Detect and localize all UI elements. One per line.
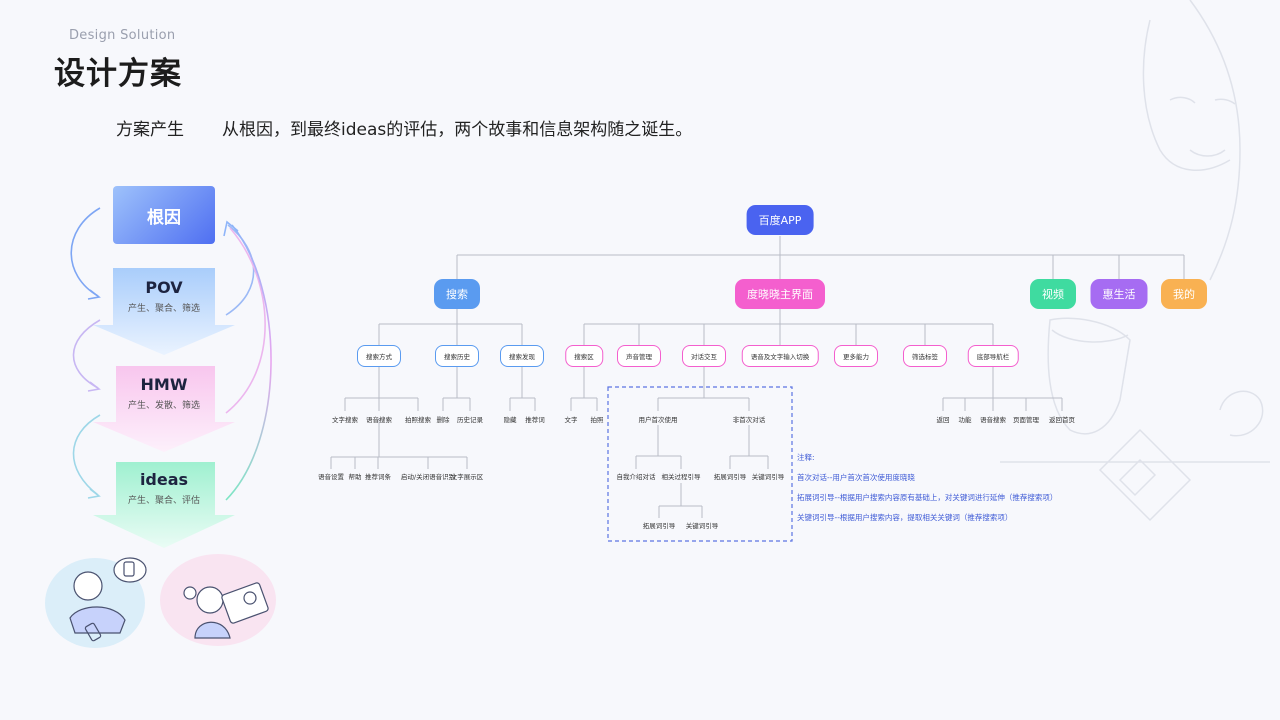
leaf-voice-search: 语音搜索	[366, 416, 392, 424]
leaf-non-first: 非首次对话	[732, 416, 766, 424]
dialog-highlight-box	[607, 386, 793, 542]
leaf-expand-guide: 拓展词引导	[642, 522, 676, 530]
node-input-switch: 语音及文字输入切换	[741, 345, 819, 367]
leaf-nav-voice-search: 语音搜索	[980, 416, 1006, 424]
node-life: 惠生活	[1090, 279, 1148, 309]
leaf-text-search: 文字搜索	[332, 416, 358, 424]
node-sound-management: 声音管理	[617, 345, 661, 367]
leaf-text-display: 文字展示区	[450, 473, 484, 481]
leaf-function: 功能	[958, 416, 972, 424]
node-main-screen: 度晓晓主界面	[735, 279, 825, 309]
leaf-help: 帮助	[348, 473, 362, 481]
node-search-area: 搜索区	[565, 345, 603, 367]
leaf-delete: 删除	[436, 416, 450, 424]
root-cause-box: 根因	[113, 186, 215, 244]
hmw-arrow-shape	[93, 366, 235, 452]
pov-step: POV 产生、聚合、筛选	[113, 270, 215, 322]
hmw-step: HMW 产生、发散、筛选	[113, 367, 215, 419]
hmw-label: HMW	[140, 375, 188, 394]
note-line-3: 关键词引导--根据用户搜索内容，提取相关关键词（推荐搜索项）	[797, 513, 1013, 522]
pov-arrow-shape	[93, 268, 235, 355]
leaf-text: 文字	[564, 416, 578, 424]
node-search-method: 搜索方式	[357, 345, 401, 367]
leaf-expand-guide-2: 拓展词引导	[713, 473, 747, 481]
node-filter-tags: 筛选标签	[903, 345, 947, 367]
node-dialog-interaction: 对话交互	[682, 345, 726, 367]
leaf-back: 返回	[936, 416, 950, 424]
leaf-self-intro: 自我介绍对话	[616, 473, 656, 481]
hmw-sub: 产生、发散、筛选	[127, 401, 200, 411]
node-mine: 我的	[1161, 279, 1207, 309]
leaf-history-record: 历史记录	[457, 416, 483, 424]
leaf-process-guide: 相关过程引导	[661, 473, 701, 481]
ideas-label: ideas	[139, 470, 189, 489]
pov-sub: 产生、聚合、筛选	[127, 304, 200, 314]
root-cause-label: 根因	[147, 207, 181, 228]
node-video: 视频	[1030, 279, 1076, 309]
leaf-keyword-guide-2: 关键词引导	[751, 473, 785, 481]
leaf-voice-toggle: 启动/关闭语音识别	[400, 473, 456, 481]
ideas-arrow-shape	[93, 462, 235, 548]
flow-arrows	[70, 207, 272, 548]
note-line-1: 首次对话--用户首次首次使用度晓晓	[797, 473, 915, 482]
pov-label: POV	[145, 278, 183, 297]
note-line-2: 拓展词引导--根据用户搜索内容原有基础上，对关键词进行延伸（推荐搜索项）	[797, 493, 1058, 502]
leaf-keyword-guide: 关键词引导	[685, 522, 719, 530]
story-illustrations	[45, 554, 276, 648]
node-search: 搜索	[434, 279, 480, 309]
ideas-sub: 产生、聚合、评估	[127, 496, 200, 506]
leaf-hide: 隐藏	[503, 416, 517, 424]
leaf-photo-search: 拍照搜索	[405, 416, 431, 424]
leaf-recommend-terms: 推荐词条	[365, 473, 391, 481]
node-search-history: 搜索历史	[435, 345, 479, 367]
page-title: 设计方案	[54, 56, 182, 92]
leaf-page-management: 页面管理	[1013, 416, 1039, 424]
leaf-photo: 拍照	[590, 416, 604, 424]
notes-title: 注释:	[797, 453, 815, 462]
ideas-step: ideas 产生、聚合、评估	[113, 462, 215, 514]
leaf-first-use: 用户首次使用	[638, 416, 678, 424]
node-more-abilities: 更多能力	[834, 345, 878, 367]
leaf-voice-settings: 语音设置	[318, 473, 344, 481]
tree-root-node: 百度APP	[746, 205, 814, 235]
node-bottom-nav: 底部导航栏	[967, 345, 1019, 367]
leaf-recommend-word: 推荐词	[525, 416, 545, 424]
section-label: 方案产生	[116, 120, 184, 140]
background-illustration	[1000, 0, 1270, 522]
page-subtitle: Design Solution	[69, 28, 176, 43]
node-search-discover: 搜索发现	[500, 345, 544, 367]
section-description: 从根因，到最终ideas的评估，两个故事和信息架构随之诞生。	[222, 120, 693, 140]
leaf-back-home: 返回首页	[1049, 416, 1075, 424]
